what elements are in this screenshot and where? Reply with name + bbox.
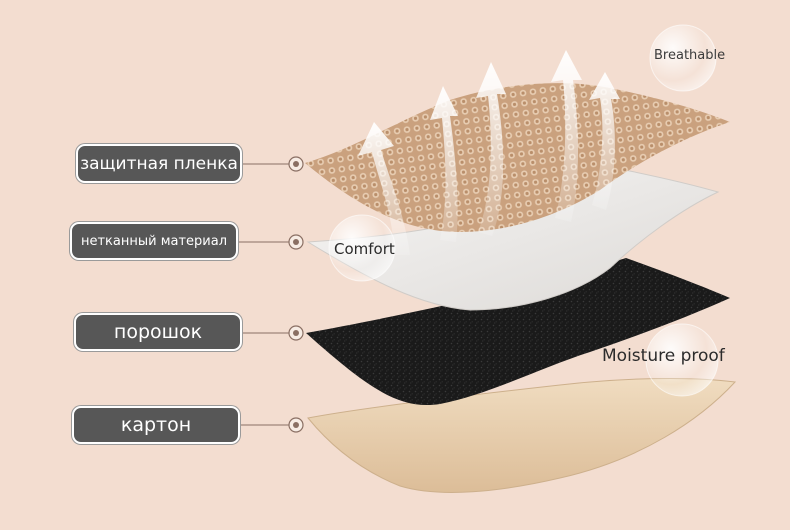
mesh-layer [305, 83, 730, 232]
connector-lines [238, 163, 289, 426]
feature-breathable: Breathable [654, 48, 726, 63]
feature-moisture-proof: Moisture proof [602, 346, 725, 366]
connector-dots-icon [288, 156, 304, 433]
bubble-icon [328, 214, 396, 282]
powder-layer [306, 258, 730, 406]
bubble-icon [649, 24, 717, 92]
layer-label-protective-film: защитная пленка [76, 144, 242, 183]
feature-comfort: Comfort [334, 240, 395, 258]
cardboard-layer [307, 377, 737, 493]
layer-label-powder: порошок [74, 313, 242, 351]
layer-label-cardboard: картон [72, 406, 240, 444]
bubble-icon [645, 323, 719, 397]
layer-label-nonwoven: нетканный материал [70, 222, 238, 260]
airflow-arrows-icon [358, 50, 620, 255]
